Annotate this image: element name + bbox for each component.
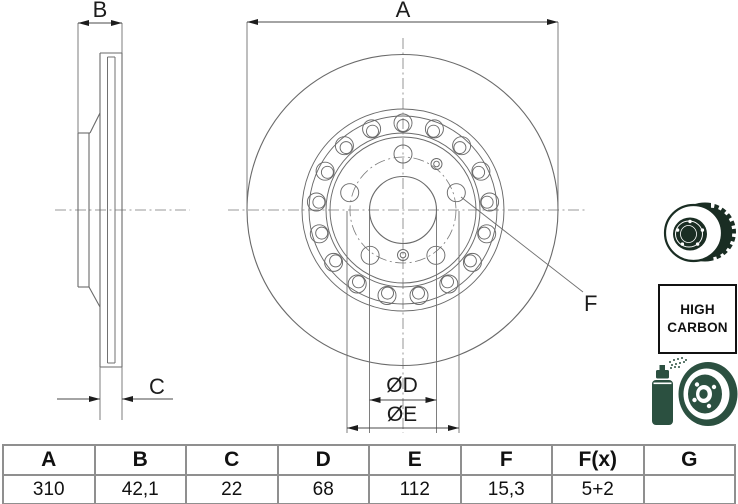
dim-label-b: B [93,0,108,22]
header-d: D [276,444,370,476]
dim-label-e: ØE [387,403,417,426]
value-f: 15,3 [459,474,553,504]
spray-can-coated-disc-icon [652,357,738,426]
disc-outer-circle [246,53,559,367]
dim-label-f: F [584,291,597,316]
table-header-row: A B C D E F F(x) G [2,444,736,476]
header-b: B [93,444,187,476]
coated-disc [678,362,738,426]
technical-drawing: B C [55,0,597,433]
spray-mist [669,357,687,369]
header-e: E [368,444,462,476]
table-value-row: 310 42,1 22 68 112 15,3 5+2 [2,474,736,504]
dimension-a: A [246,0,559,209]
header-a: A [2,444,96,476]
high-carbon-line2: CARBON [667,320,728,335]
dim-label-a: A [396,0,411,22]
vented-brake-disc-icon [663,202,738,263]
dimension-b: B [77,0,123,133]
locating-holes [397,158,443,261]
value-c: 22 [185,474,279,504]
header-g: G [642,444,736,476]
value-b: 42,1 [93,474,187,504]
dimension-c: C [57,367,173,420]
wheel-bolt-holes [340,144,466,265]
value-fx: 5+2 [551,474,645,504]
dimension-e: ØE [346,211,460,433]
dimension-f: F [460,196,597,316]
value-g [642,474,736,504]
bolt-circle [349,156,457,264]
value-a: 310 [2,474,96,504]
front-view [228,38,585,433]
high-carbon-line1: HIGH [680,301,715,317]
header-f: F [459,444,553,476]
dimension-d: ØD [369,211,437,433]
header-c: C [185,444,279,476]
high-carbon-badge: HIGH CARBON [658,284,737,354]
center-bore [368,175,438,245]
value-d: 68 [276,474,370,504]
dimension-table: A B C D E F F(x) G 310 42,1 22 68 112 15… [2,444,736,504]
dim-label-d: ØD [386,374,418,397]
dim-label-c: C [149,374,165,399]
hub-ring-holes [306,113,500,305]
header-fx: F(x) [551,444,645,476]
side-view [55,52,190,368]
value-e: 112 [368,474,462,504]
spray-can [652,365,673,425]
